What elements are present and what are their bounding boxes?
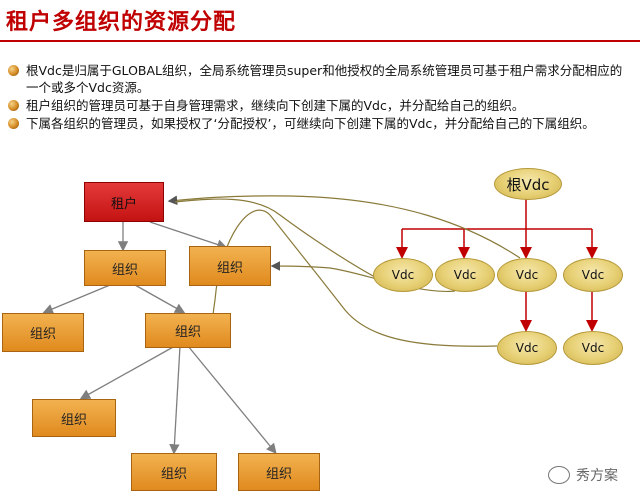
root-vdc-node: 根Vdc bbox=[494, 168, 562, 200]
vdc-node-3: Vdc bbox=[497, 258, 557, 292]
org-label: 组织 bbox=[60, 412, 87, 428]
bullet-list: 根Vdc是归属于GLOBAL组织，全局系统管理员super和他授权的全局系统管理… bbox=[4, 62, 634, 133]
vdc-label: Vdc bbox=[515, 341, 539, 355]
edge-org2mid-org4-left bbox=[169, 345, 181, 455]
vdc-label: Vdc bbox=[453, 268, 477, 282]
edge-org2mid-org3 bbox=[79, 345, 176, 400]
vdc-node-6: Vdc bbox=[563, 331, 623, 365]
edge-org1-org2-left bbox=[42, 284, 111, 314]
bullet-icon bbox=[8, 65, 19, 76]
vdc-label: Vdc bbox=[581, 341, 605, 355]
org-node-level1-right: 组织 bbox=[189, 246, 271, 286]
page-title: 租户多组织的资源分配 bbox=[6, 10, 237, 35]
org-label: 组织 bbox=[174, 325, 201, 340]
edge-org1-org2-mid bbox=[134, 284, 186, 314]
chat-icon bbox=[548, 466, 570, 484]
org-node-level4-left: 组织 bbox=[131, 453, 217, 491]
org-node-level3: 组织 bbox=[32, 399, 116, 437]
bullet-text: 下属各组织的管理员，如果授权了‘分配授权’，可继续向下创建下属的Vdc，并分配给… bbox=[26, 116, 595, 131]
org-node-level2-left: 组织 bbox=[2, 313, 84, 352]
org-label: 组织 bbox=[29, 327, 56, 342]
root-vdc-label: 根Vdc bbox=[506, 175, 550, 194]
watermark: 秀方案 bbox=[548, 465, 618, 485]
org-label: 组织 bbox=[160, 466, 187, 482]
vdc-label: Vdc bbox=[515, 268, 539, 282]
vdc-node-1: Vdc bbox=[373, 258, 433, 292]
org-label: 组织 bbox=[111, 262, 138, 278]
alloc-vdc5-to-org2mid bbox=[206, 209, 498, 347]
bullet-item: 租户组织的管理员可基于自身管理需求，继续向下创建下属的Vdc，并分配给自己的组织… bbox=[4, 97, 634, 114]
vdc-label: Vdc bbox=[581, 268, 605, 282]
bullet-item: 下属各组织的管理员，如果授权了‘分配授权’，可继续向下创建下属的Vdc，并分配给… bbox=[4, 115, 634, 132]
bullet-icon bbox=[8, 100, 19, 111]
alloc-vdc1-to-tenant bbox=[174, 198, 391, 286]
edge-org2mid-org4-right bbox=[187, 345, 277, 455]
tenant-label: 租户 bbox=[110, 196, 137, 212]
bullet-text: 根Vdc是归属于GLOBAL组织，全局系统管理员super和他授权的全局系统管理… bbox=[26, 63, 623, 95]
title-divider bbox=[0, 40, 640, 42]
watermark-text: 秀方案 bbox=[576, 468, 618, 484]
vdc-node-5: Vdc bbox=[497, 331, 557, 365]
bullet-icon bbox=[8, 118, 19, 129]
edge-tenant-org1-right bbox=[149, 221, 228, 250]
org-node-level4-right: 组织 bbox=[238, 453, 320, 491]
org-label: 组织 bbox=[216, 260, 243, 276]
bullet-item: 根Vdc是归属于GLOBAL组织，全局系统管理员super和他授权的全局系统管理… bbox=[4, 62, 634, 96]
org-node-level1: 组织 bbox=[84, 250, 166, 286]
vdc-node-2: Vdc bbox=[435, 258, 495, 292]
vdc-node-4: Vdc bbox=[563, 258, 623, 292]
org-node-level2-mid: 组织 bbox=[145, 313, 231, 348]
alloc-vdc3-to-tenant bbox=[167, 195, 521, 259]
org-label: 组织 bbox=[265, 466, 292, 482]
tenant-node: 租户 bbox=[84, 182, 164, 222]
bullet-text: 租户组织的管理员可基于自身管理需求，继续向下创建下属的Vdc，并分配给自己的组织… bbox=[26, 98, 525, 113]
vdc-label: Vdc bbox=[391, 268, 415, 282]
alloc-vdc2-to-org1right bbox=[270, 261, 456, 293]
